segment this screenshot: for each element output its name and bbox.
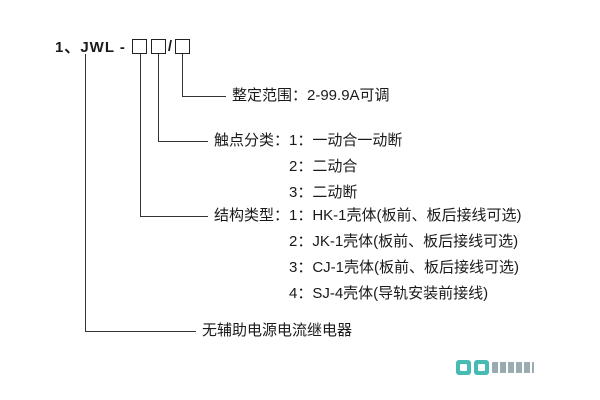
watermark-text-mark: [492, 362, 534, 373]
connector-vline-contact-type: [158, 54, 159, 141]
model-code-line: 1、JWL - /: [55, 36, 191, 57]
watermark-tile-icon-2: [474, 360, 489, 375]
model-code-prefix: 1、JWL -: [55, 39, 126, 56]
connector-hline-structure-type: [140, 216, 208, 217]
watermark-tile-icon: [456, 360, 471, 375]
label-structure-type-option-1: 结构类型：1：HK-1壳体(板前、板后接线可选): [214, 207, 522, 224]
label-product-name: 无辅助电源电流继电器: [202, 322, 353, 339]
label-structure-type-option-4: 4：SJ-4壳体(导轨安装前接线): [289, 285, 489, 302]
connector-hline-setting-range: [182, 96, 226, 97]
label-setting-range: 整定范围：2-99.9A可调: [232, 87, 390, 104]
label-contact-type-option-2: 2：二动合: [289, 158, 358, 175]
connector-hline-product-name: [85, 331, 196, 332]
watermark-logo: [456, 360, 534, 375]
label-contact-type-option-1: 触点分类：1：一动合一动断: [214, 132, 403, 149]
watermark-tile-glyph-2: [478, 364, 485, 371]
label-structure-type-option-3: 3：CJ-1壳体(板前、板后接线可选): [289, 259, 520, 276]
label-structure-type-option-2: 2：JK-1壳体(板前、板后接线可选): [289, 233, 519, 250]
connector-vline-setting-range: [182, 54, 183, 96]
model-code-separator: /: [167, 38, 174, 55]
model-code-box-contact: [150, 39, 166, 54]
model-code-box-range: [175, 39, 191, 54]
connector-hline-contact-type: [158, 141, 208, 142]
label-contact-type-option-3: 3：二动断: [289, 184, 358, 201]
watermark-tile-glyph: [460, 364, 467, 371]
connector-vline-structure-type: [140, 54, 141, 216]
connector-vline-product-name: [85, 54, 86, 331]
model-code-box-structure: [131, 39, 147, 54]
